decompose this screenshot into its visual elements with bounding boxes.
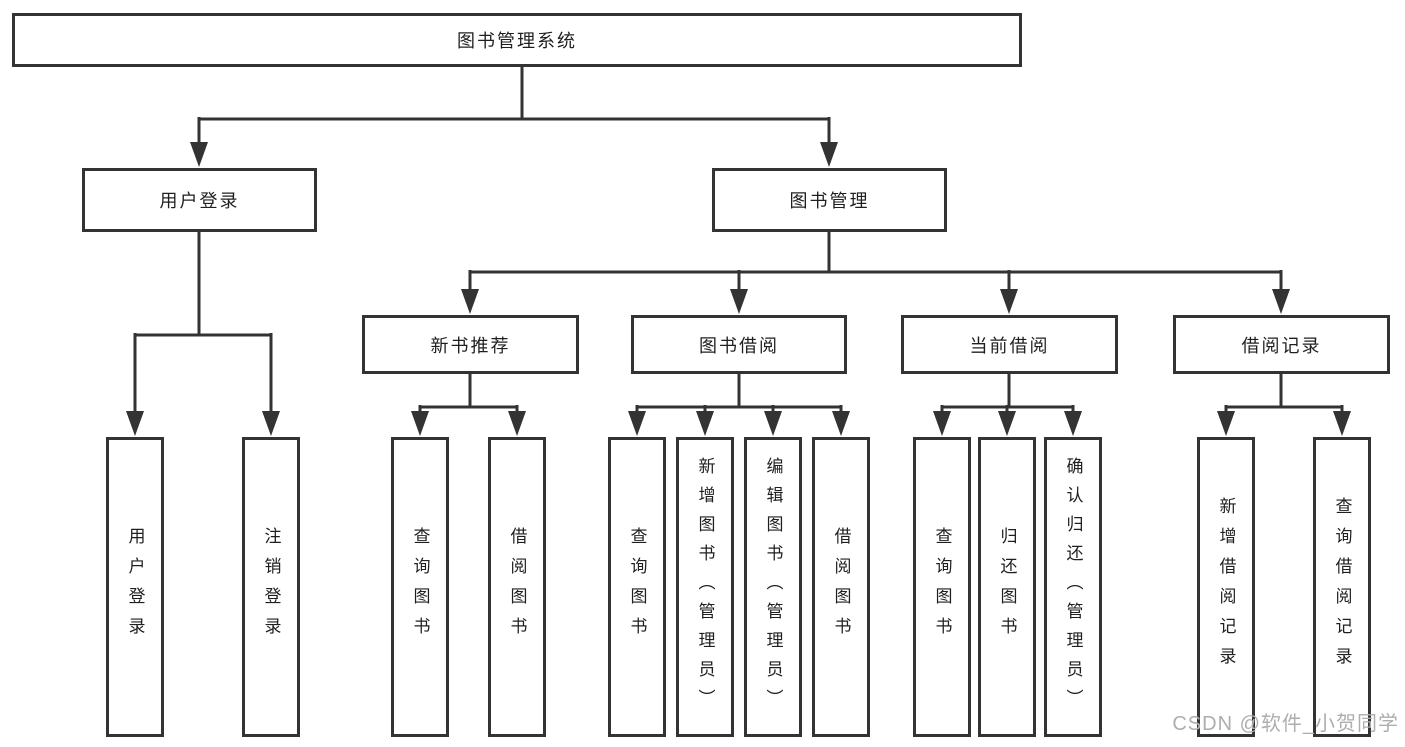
- arrowhead-icon: [1000, 289, 1018, 314]
- leaf-user-login-label: 用户登录: [125, 527, 145, 647]
- node-borrowing-records-label: 借阅记录: [1241, 335, 1322, 356]
- edge-user-login-to-children: [133, 231, 273, 415]
- leaf-return-book-label: 归还图书: [997, 527, 1017, 647]
- leaf-user-login: 用户登录: [106, 437, 164, 737]
- arrowhead-icon: [508, 411, 526, 436]
- leaf-edit-book: 编辑图书（管理员）: [744, 437, 802, 737]
- node-user-login: 用户登录: [82, 168, 317, 232]
- arrowhead-icon: [764, 411, 782, 436]
- node-book-borrowing-label: 图书借阅: [699, 335, 779, 356]
- edge-new-book-recommend-to-children: [418, 373, 519, 415]
- leaf-borrow-book-recommend: 借阅图书: [488, 437, 546, 737]
- leaf-add-book-label: 新增图书（管理员）: [695, 456, 715, 718]
- arrowhead-icon: [1272, 289, 1290, 314]
- edge-root-to-children: [197, 66, 831, 145]
- leaf-add-borrow-record-label: 新增借阅记录: [1216, 497, 1236, 677]
- edge-book-management-to-children: [468, 231, 1283, 292]
- leaf-edit-book-label: 编辑图书（管理员）: [763, 456, 783, 718]
- arrowhead-icon: [1064, 411, 1082, 436]
- arrowhead-icon: [1217, 411, 1235, 436]
- arrowhead-icon: [461, 289, 479, 314]
- node-root-label: 图书管理系统: [457, 31, 577, 51]
- leaf-return-book: 归还图书: [978, 437, 1036, 737]
- leaf-add-book: 新增图书（管理员）: [676, 437, 734, 737]
- node-borrowing-records: 借阅记录: [1173, 315, 1390, 374]
- node-current-borrowing: 当前借阅: [901, 315, 1118, 374]
- node-new-book-recommend: 新书推荐: [362, 315, 579, 374]
- leaf-logout-label: 注销登录: [261, 527, 281, 647]
- arrowhead-icon: [730, 289, 748, 314]
- node-current-borrowing-label: 当前借阅: [969, 335, 1050, 356]
- arrowhead-icon: [262, 411, 280, 436]
- edge-borrowing-records-to-children: [1224, 373, 1344, 415]
- leaf-query-book-borrowing-label: 查询图书: [627, 527, 647, 647]
- edge-book-borrowing-to-children: [635, 373, 843, 415]
- leaf-borrow-book-borrowing-label: 借阅图书: [831, 527, 851, 647]
- arrowhead-icon: [628, 411, 646, 436]
- arrowhead-icon: [126, 411, 144, 436]
- node-book-management: 图书管理: [712, 168, 947, 232]
- arrowhead-icon: [696, 411, 714, 436]
- watermark: CSDN @软件_小贺同学: [1172, 713, 1399, 735]
- arrowhead-icon: [832, 411, 850, 436]
- leaf-add-borrow-record: 新增借阅记录: [1197, 437, 1255, 737]
- leaf-query-book-current-label: 查询图书: [932, 527, 952, 647]
- leaf-query-borrow-record-label: 查询借阅记录: [1332, 497, 1352, 677]
- arrowhead-icon: [190, 142, 208, 167]
- arrowhead-icon: [411, 411, 429, 436]
- leaf-confirm-return-label: 确认归还（管理员）: [1063, 456, 1083, 718]
- leaf-borrow-book-borrowing: 借阅图书: [812, 437, 870, 737]
- node-book-borrowing: 图书借阅: [631, 315, 847, 374]
- node-user-login-label: 用户登录: [159, 191, 240, 211]
- node-new-book-recommend-label: 新书推荐: [430, 335, 511, 356]
- leaf-logout: 注销登录: [242, 437, 300, 737]
- leaf-query-book-recommend: 查询图书: [391, 437, 449, 737]
- leaf-query-borrow-record: 查询借阅记录: [1313, 437, 1371, 737]
- arrowhead-icon: [933, 411, 951, 436]
- leaf-query-book-borrowing: 查询图书: [608, 437, 666, 737]
- leaf-confirm-return: 确认归还（管理员）: [1044, 437, 1102, 737]
- leaf-borrow-book-recommend-label: 借阅图书: [507, 527, 527, 647]
- edge-current-borrowing-to-children: [940, 373, 1075, 415]
- arrowhead-icon: [1333, 411, 1351, 436]
- arrowhead-icon: [998, 411, 1016, 436]
- node-book-management-label: 图书管理: [789, 191, 870, 211]
- leaf-query-book-current: 查询图书: [913, 437, 971, 737]
- node-root: 图书管理系统: [12, 13, 1022, 67]
- leaf-query-book-recommend-label: 查询图书: [410, 527, 430, 647]
- arrowhead-icon: [820, 142, 838, 167]
